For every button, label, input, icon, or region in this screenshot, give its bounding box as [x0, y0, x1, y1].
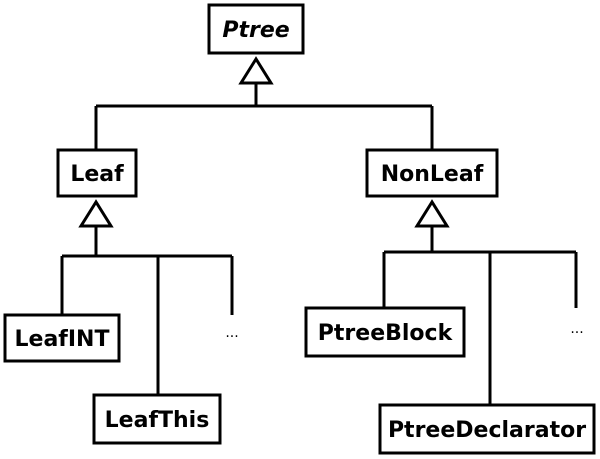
class-box-leafthis: LeafThis — [92, 393, 222, 445]
class-label-ptreedeclarator: PtreeDeclarator — [388, 418, 586, 443]
class-label-ptreeblock: PtreeBlock — [318, 321, 454, 346]
class-box-leafint: LeafINT — [3, 313, 121, 363]
more-leaf-subclasses: ... — [225, 325, 238, 341]
class-box-nonleaf: NonLeaf — [365, 148, 499, 198]
class-label-leafthis: LeafThis — [105, 408, 210, 433]
class-label-nonleaf: NonLeaf — [381, 162, 484, 187]
leaf-arrowhead — [78, 199, 114, 228]
class-box-leaf: Leaf — [56, 148, 138, 198]
arrowheads — [78, 56, 450, 228]
connectors — [60, 83, 578, 405]
class-label-leafint: LeafINT — [15, 327, 110, 352]
class-label-leaf: Leaf — [70, 162, 124, 187]
more-nonleaf-subclasses: ... — [570, 321, 583, 337]
nonleaf-arrowhead — [414, 199, 450, 228]
class-label-ptree: Ptree — [222, 18, 289, 43]
class-box-ptreedeclarator: PtreeDeclarator — [378, 403, 596, 455]
root-arrowhead — [238, 56, 274, 85]
class-box-ptreeblock: PtreeBlock — [304, 306, 466, 358]
class-box-ptree: Ptree — [207, 3, 305, 55]
